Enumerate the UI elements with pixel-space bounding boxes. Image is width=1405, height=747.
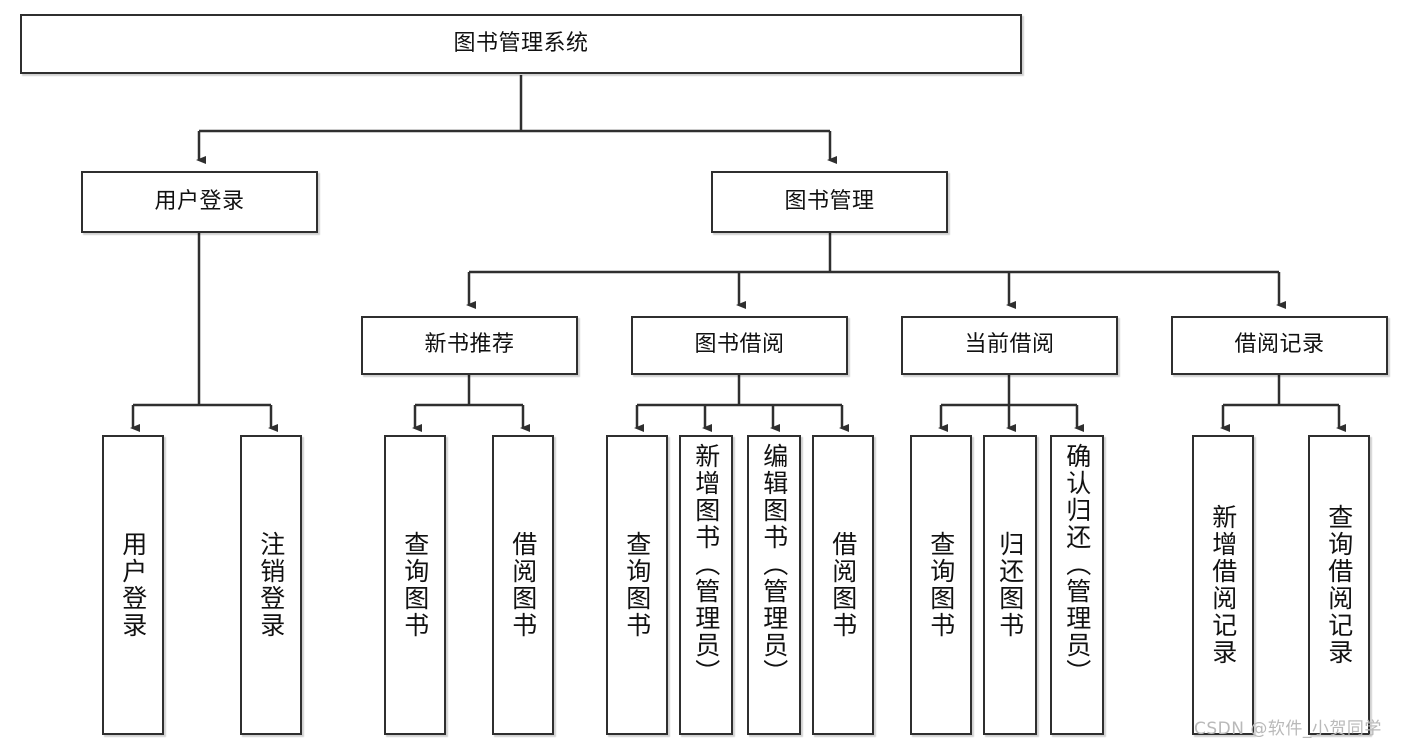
node-book-borrow[interactable]: 图书借阅 xyxy=(631,316,848,375)
node-leaf-return-book-label: 归还图书 xyxy=(995,531,1025,639)
node-leaf-query-record[interactable]: 查询借阅记录 xyxy=(1308,435,1370,735)
node-leaf-add-book-label: 新增图书（管理员） xyxy=(691,443,721,686)
node-borrow-record-label: 借阅记录 xyxy=(1234,332,1325,358)
node-new-book-rec[interactable]: 新书推荐 xyxy=(361,316,578,375)
node-leaf-edit-book-label: 编辑图书（管理员） xyxy=(759,443,789,686)
node-book-borrow-label: 图书借阅 xyxy=(694,332,785,358)
node-root[interactable]: 图书管理系统 xyxy=(20,14,1022,74)
node-leaf-query-book-2-label: 查询图书 xyxy=(622,531,652,639)
node-leaf-query-book-1-label: 查询图书 xyxy=(400,531,430,639)
node-leaf-borrow-book-2[interactable]: 借阅图书 xyxy=(812,435,874,735)
node-leaf-confirm-return-label: 确认归还（管理员） xyxy=(1062,443,1092,686)
watermark-text: CSDN @软件_小贺同学 xyxy=(1194,719,1382,739)
node-user-login[interactable]: 用户登录 xyxy=(81,171,318,233)
node-leaf-edit-book[interactable]: 编辑图书（管理员） xyxy=(747,435,801,735)
node-borrow-record[interactable]: 借阅记录 xyxy=(1171,316,1388,375)
node-leaf-user-login-label: 用户登录 xyxy=(118,531,148,639)
node-leaf-confirm-return[interactable]: 确认归还（管理员） xyxy=(1050,435,1104,735)
node-leaf-add-book[interactable]: 新增图书（管理员） xyxy=(679,435,733,735)
node-leaf-user-login[interactable]: 用户登录 xyxy=(102,435,164,735)
node-leaf-return-book[interactable]: 归还图书 xyxy=(983,435,1037,735)
node-current-borrow[interactable]: 当前借阅 xyxy=(901,316,1118,375)
node-leaf-query-record-label: 查询借阅记录 xyxy=(1324,504,1354,666)
node-book-manage-label: 图书管理 xyxy=(784,188,875,214)
node-book-manage[interactable]: 图书管理 xyxy=(711,171,948,233)
node-root-label: 图书管理系统 xyxy=(453,30,589,56)
node-leaf-add-record[interactable]: 新增借阅记录 xyxy=(1192,435,1254,735)
node-leaf-logout[interactable]: 注销登录 xyxy=(240,435,302,735)
node-leaf-add-record-label: 新增借阅记录 xyxy=(1208,504,1238,666)
node-new-book-rec-label: 新书推荐 xyxy=(424,332,515,358)
node-leaf-borrow-book-1-label: 借阅图书 xyxy=(508,531,538,639)
node-leaf-logout-label: 注销登录 xyxy=(256,531,286,639)
node-leaf-query-book-2[interactable]: 查询图书 xyxy=(606,435,668,735)
node-current-borrow-label: 当前借阅 xyxy=(964,332,1055,358)
node-leaf-query-book-3-label: 查询图书 xyxy=(926,531,956,639)
node-leaf-borrow-book-1[interactable]: 借阅图书 xyxy=(492,435,554,735)
node-user-login-label: 用户登录 xyxy=(154,188,245,214)
node-leaf-query-book-1[interactable]: 查询图书 xyxy=(384,435,446,735)
node-leaf-borrow-book-2-label: 借阅图书 xyxy=(828,531,858,639)
node-leaf-query-book-3[interactable]: 查询图书 xyxy=(910,435,972,735)
